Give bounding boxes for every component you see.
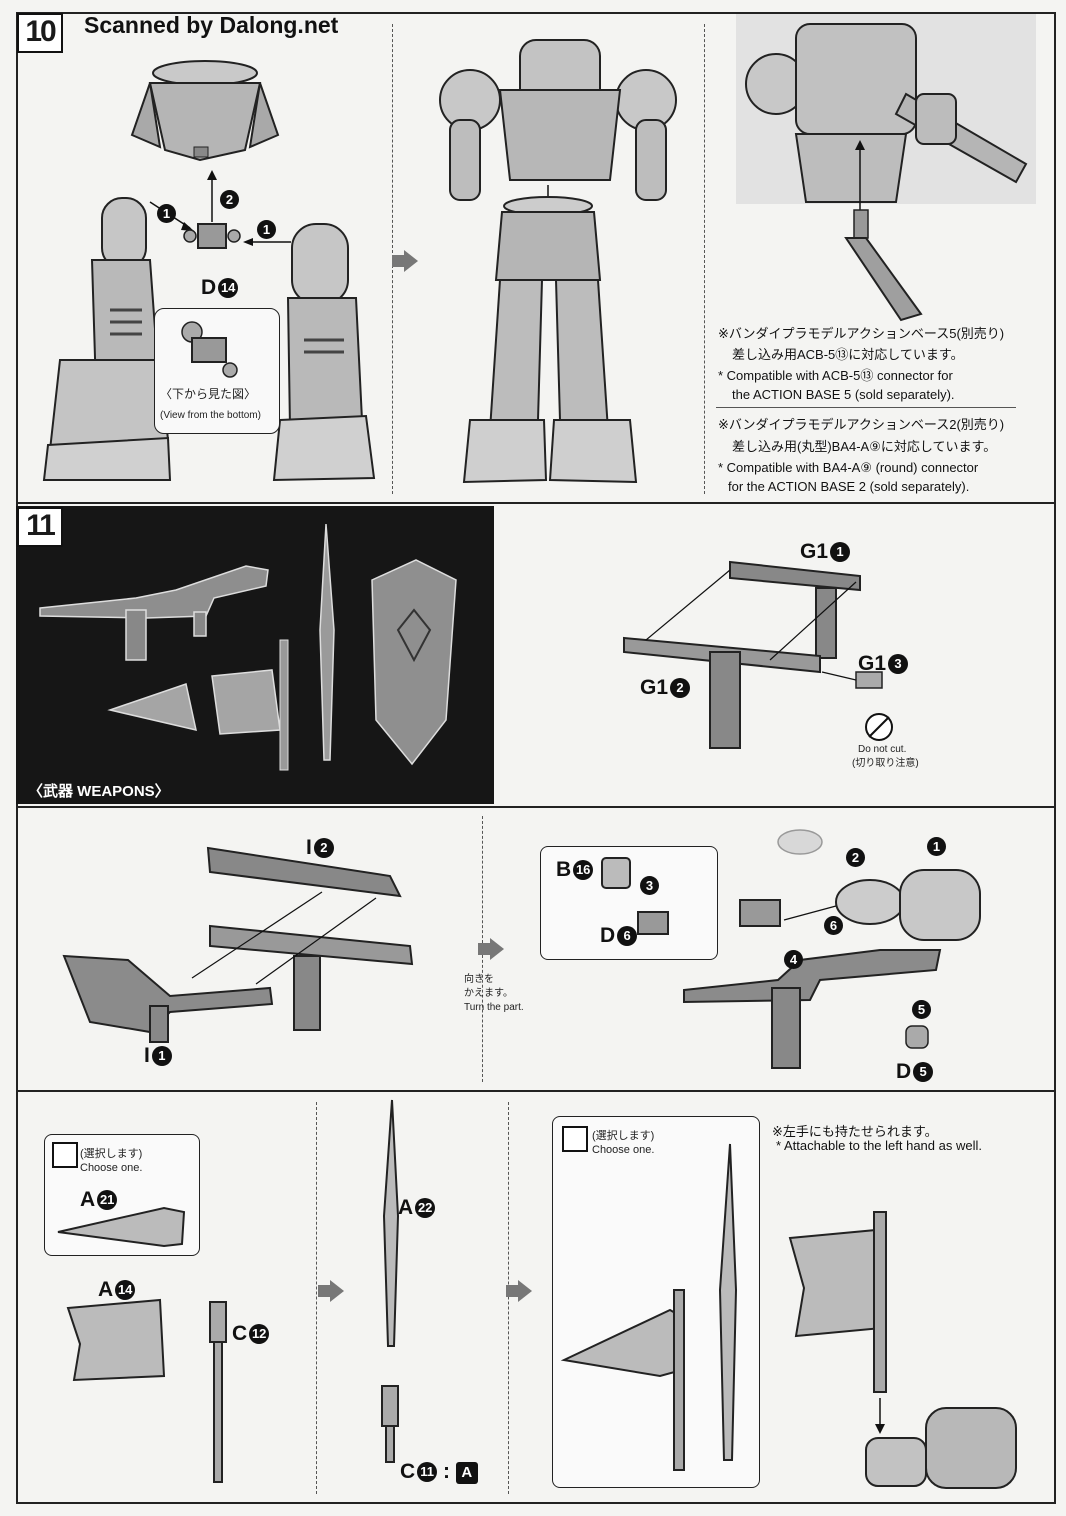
note1-jp2: 差し込み用ACB-5⑬に対応しています。 xyxy=(732,347,964,362)
step-number-10: 10 xyxy=(17,13,63,53)
note2-en2: for the ACTION BASE 2 (sold separately). xyxy=(728,479,970,494)
bottom-view-part xyxy=(181,321,238,378)
turn-part-jp2: かえます。 xyxy=(464,988,513,999)
spear-illustration xyxy=(381,1099,400,1463)
assembled-weapons-illustration xyxy=(560,1143,738,1471)
step10-arrow-2: 2 xyxy=(220,190,239,209)
left-hand-note-en: * Attachable to the left hand as well. xyxy=(776,1138,982,1153)
flow-arrow-3 xyxy=(318,1280,344,1302)
robot-on-stand-illustration xyxy=(736,14,1036,322)
bottom-view-jp: 〈下から見た図〉 xyxy=(160,387,257,401)
axe-head-a14-illustration xyxy=(66,1298,166,1382)
hand-holding-axe-illustration xyxy=(788,1211,1017,1489)
divider-rifle xyxy=(16,806,1056,808)
choose-icon-right xyxy=(562,1126,588,1152)
rifle-step-3: 3 xyxy=(640,876,659,895)
skirt-part-illustration xyxy=(130,60,280,162)
step10-arrow-1a: 1 xyxy=(157,204,176,223)
rifle-step-5: 5 xyxy=(912,1000,931,1019)
rifle-subassembly-parts xyxy=(601,857,669,935)
left-leg-illustration xyxy=(42,197,172,481)
note2-jp2: 差し込み用(丸型)BA4-A⑨に対応しています。 xyxy=(732,439,997,454)
divider-v4 xyxy=(316,1102,317,1494)
rifle-right-assembly xyxy=(683,829,981,1069)
turn-part-jp: 向きを xyxy=(464,974,494,985)
divider-axe xyxy=(16,1090,1056,1092)
rifle-left-assembly xyxy=(62,846,414,1043)
assembled-robot-illustration xyxy=(439,39,677,484)
bottom-view-callout xyxy=(154,308,280,434)
rifle-step-6: 6 xyxy=(824,916,843,935)
rifle-parts-assembly xyxy=(623,560,883,749)
weapons-overview-illustration xyxy=(39,523,457,771)
right-leg-illustration xyxy=(272,223,376,482)
choose-en-right: Choose one. xyxy=(592,1144,655,1156)
note1-en2: the ACTION BASE 5 (sold separately). xyxy=(732,387,955,402)
do-not-cut-en: Do not cut. xyxy=(858,744,907,755)
note-divider xyxy=(716,407,1016,408)
choose-en-left: Choose one. xyxy=(80,1162,143,1174)
choose-jp-right: (選択します) xyxy=(592,1130,655,1142)
divider-step11 xyxy=(16,502,1056,504)
leg-connect-arrow xyxy=(243,238,291,246)
flow-arrow-1 xyxy=(392,250,418,272)
turn-part-en: Turn the part. xyxy=(464,1002,524,1013)
rifle-step-4: 4 xyxy=(784,950,803,969)
blade-a21-illustration xyxy=(57,1206,186,1248)
choose-jp-left: (選択します) xyxy=(80,1148,143,1160)
flow-arrow-2 xyxy=(478,938,504,960)
divider-v5 xyxy=(508,1102,509,1494)
weapons-label: 〈武器 WEAPONS〉 xyxy=(28,783,170,800)
divider-v2 xyxy=(704,24,705,494)
do-not-cut-jp: (切り取り注意) xyxy=(852,758,919,769)
rifle-step-2: 2 xyxy=(846,848,865,867)
left-hand-note-jp: ※左手にも持たせられます。 xyxy=(772,1124,938,1139)
note1-en: * Compatible with ACB-5⑬ connector for xyxy=(718,368,953,383)
note2-jp: ※バンダイプラモデルアクションベース2(別売り) xyxy=(718,417,1005,432)
do-not-cut-icon xyxy=(865,713,893,741)
rifle-step-1: 1 xyxy=(927,837,946,856)
flow-arrow-4 xyxy=(506,1280,532,1302)
choose-icon-left xyxy=(52,1142,78,1168)
step-number-11: 11 xyxy=(17,507,63,547)
step10-arrow-1b: 1 xyxy=(257,220,276,239)
note1-jp: ※バンダイプラモデルアクションベース5(別売り) xyxy=(718,326,1005,341)
handle-c12-illustration xyxy=(209,1301,227,1483)
bottom-view-en: (View from the bottom) xyxy=(160,410,261,421)
note2-en: * Compatible with BA4-A⑨ (round) connect… xyxy=(718,460,979,475)
watermark: Scanned by Dalong.net xyxy=(84,12,339,38)
